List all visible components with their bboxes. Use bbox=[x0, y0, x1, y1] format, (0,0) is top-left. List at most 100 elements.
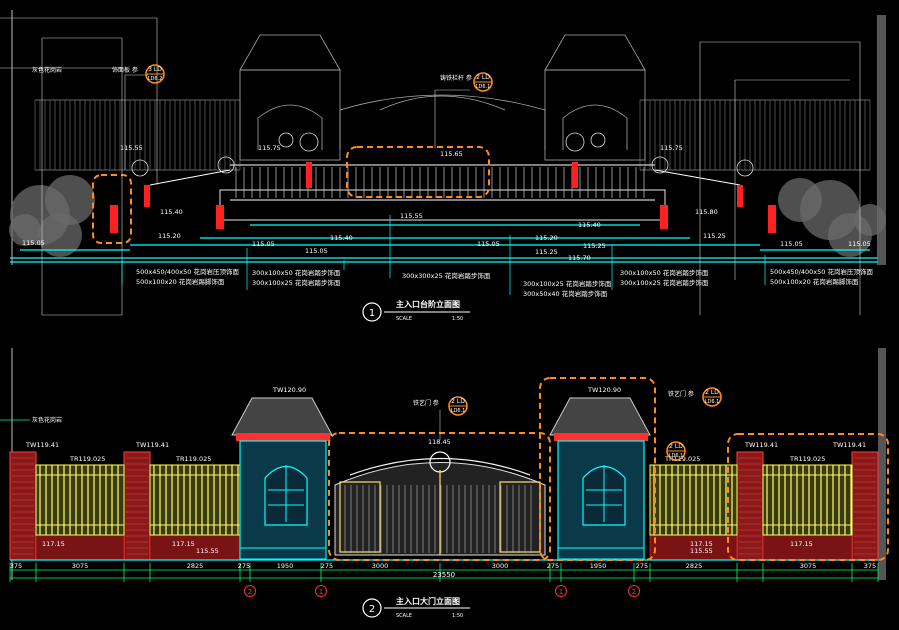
level-label: 115.40 bbox=[578, 221, 601, 229]
level-label: 115.55 bbox=[120, 144, 143, 152]
grid-marker: 1 bbox=[559, 588, 563, 596]
gatehouse-left bbox=[231, 397, 333, 560]
dimension-chain bbox=[10, 569, 878, 579]
left-note: 灰色花岗岩 bbox=[32, 416, 62, 424]
callout-left-label: 饰面板 参 bbox=[112, 66, 138, 74]
shrub bbox=[45, 175, 95, 225]
callout-center-ref-bottom: LD6.1 bbox=[476, 84, 491, 90]
dimension-ticks bbox=[9, 563, 879, 582]
note-line: 300x50x40 花岗岩踏步饰面 bbox=[523, 289, 608, 298]
drawing-title-2: 2 主入口大门立面图 SCALE 1:50 bbox=[362, 596, 470, 619]
total-dimension: 23550 bbox=[433, 571, 455, 579]
tw-right2: TW119.41 bbox=[832, 441, 866, 449]
balusters bbox=[235, 167, 645, 198]
tw-left1: TW119.41 bbox=[25, 441, 59, 449]
shrubbery bbox=[9, 175, 886, 257]
callout-center-label: 铸铁栏杆 参 bbox=[440, 74, 472, 82]
fence-panel bbox=[649, 464, 738, 536]
fence-pickets bbox=[34, 100, 871, 170]
tw-right1: TW119.41 bbox=[744, 441, 778, 449]
callout-left-ref-bottom: LD6.2 bbox=[148, 76, 163, 82]
gate-callout: 2 LD LD6.1 铁艺门 参 bbox=[413, 396, 468, 440]
shrub bbox=[778, 178, 822, 222]
title-number: 1 bbox=[369, 308, 375, 319]
material-notes-mid-left: 300x100x50 花岗岩踏步饰面 300x100x25 花岗岩踏步饰面 bbox=[252, 268, 341, 287]
dimension-value: 3075 bbox=[800, 562, 817, 570]
pillar-urns bbox=[131, 132, 754, 177]
wall-base bbox=[35, 534, 853, 561]
iron-gate-background bbox=[339, 94, 546, 150]
grid-markers: 2 1 1 2 bbox=[244, 585, 640, 597]
dimension-value: 2825 bbox=[686, 562, 703, 570]
level-label: 115.05 bbox=[780, 240, 803, 248]
tw-house-right: TW120.90 bbox=[587, 386, 621, 394]
level-label: 115.05 bbox=[305, 247, 328, 255]
note-line: 300x100x25 花岗岩踏步饰面 bbox=[620, 278, 709, 287]
gate-callout-label: 铁艺门 参 bbox=[413, 399, 439, 407]
ground-right1: 117.15 bbox=[690, 540, 713, 548]
ground-right2: 115.55 bbox=[690, 547, 713, 555]
level-label: 115.05 bbox=[252, 240, 275, 248]
note-leaders bbox=[121, 215, 766, 295]
elevation-levels-2: TW119.41 TW119.41 TR119.025 TR119.025 TW… bbox=[25, 386, 866, 555]
top-left-note: 灰色花岗岩 bbox=[32, 66, 62, 74]
tw-left2: TW119.41 bbox=[135, 441, 169, 449]
fence-panel bbox=[762, 464, 853, 536]
material-notes-center: 300x300x25 花岗岩踏步饰面 300x100x25 花岗岩踏步饰面 30… bbox=[402, 271, 612, 298]
dimension-value: 275 bbox=[321, 562, 333, 570]
drawing-title: 主入口台阶立面图 bbox=[396, 299, 460, 309]
note-line: 300x100x50 花岗岩踏步饰面 bbox=[252, 268, 341, 277]
fence-ref-bottom: LD6.1 bbox=[669, 453, 684, 459]
main-iron-gate bbox=[334, 451, 546, 556]
level-label: 115.75 bbox=[258, 144, 281, 152]
drawing-title-1: 1 主入口台阶立面图 SCALE 1:50 bbox=[362, 299, 470, 322]
fence-panel bbox=[35, 464, 125, 536]
fence-panel bbox=[149, 464, 241, 536]
gatehouse-left-background bbox=[239, 34, 341, 161]
fence-callout: 2 LD LD6.1 bbox=[666, 441, 686, 461]
orange-highlight-boxes-2 bbox=[328, 377, 889, 561]
ground-right3: 117.15 bbox=[790, 540, 813, 548]
grid-marker: 2 bbox=[632, 588, 636, 596]
level-label: 115.05 bbox=[22, 239, 45, 247]
fence-ref-top: 2 LD bbox=[669, 443, 683, 450]
level-label: 115.80 bbox=[695, 208, 718, 216]
elevation-2: 灰色花岗岩 bbox=[0, 348, 889, 619]
level-label: 115.05 bbox=[477, 240, 500, 248]
gate-ref-bottom: LD6.1 bbox=[451, 408, 466, 414]
title-number: 2 bbox=[369, 604, 375, 615]
dimension-value: 3000 bbox=[372, 562, 389, 570]
elevation-levels-1: 115.75 115.75 115.55 115.40 115.05 115.0… bbox=[22, 144, 871, 262]
orange-highlight-boxes bbox=[92, 146, 490, 244]
dimension-value: 2825 bbox=[187, 562, 204, 570]
ground-left3: 115.55 bbox=[196, 547, 219, 555]
brick-texture bbox=[12, 457, 876, 555]
gatehouse-right-background bbox=[544, 34, 646, 161]
note-line: 300x300x25 花岗岩踏步饰面 bbox=[402, 271, 491, 280]
note-line: 500x450/400x50 花岗岩压顶饰面 bbox=[770, 267, 873, 276]
scale-value: 1:50 bbox=[452, 316, 463, 322]
note-line: 500x450/400x50 花岗岩压顶饰面 bbox=[136, 267, 239, 276]
drawing-title: 主入口大门立面图 bbox=[396, 596, 460, 606]
tr-right1: TR119.025 bbox=[664, 455, 700, 463]
note-line: 500x100x20 花岗岩踢脚饰面 bbox=[136, 277, 225, 286]
callout-bubble-center: 2 LD LD6.1 铸铁栏杆 参 bbox=[440, 72, 493, 92]
dimension-value: 275 bbox=[636, 562, 648, 570]
scale-label: SCALE bbox=[396, 613, 412, 619]
dimension-value: 3000 bbox=[492, 562, 509, 570]
level-label: 115.40 bbox=[160, 208, 183, 216]
tr-right2: TR119.025 bbox=[789, 455, 825, 463]
dimension-value: 275 bbox=[238, 562, 250, 570]
level-label: 115.05 bbox=[848, 240, 871, 248]
tw-house-left: TW120.90 bbox=[272, 386, 306, 394]
tr-left2: TR119.025 bbox=[175, 455, 211, 463]
gatehouse-right bbox=[549, 397, 651, 560]
material-notes-mid-right: 300x100x50 花岗岩踏步饰面 300x100x25 花岗岩踏步饰面 bbox=[620, 268, 709, 287]
level-label: 115.70 bbox=[568, 254, 591, 262]
dimension-value: 275 bbox=[547, 562, 559, 570]
note-line: 500x100x20 花岗岩踢脚饰面 bbox=[770, 277, 859, 286]
shrub bbox=[38, 213, 82, 257]
